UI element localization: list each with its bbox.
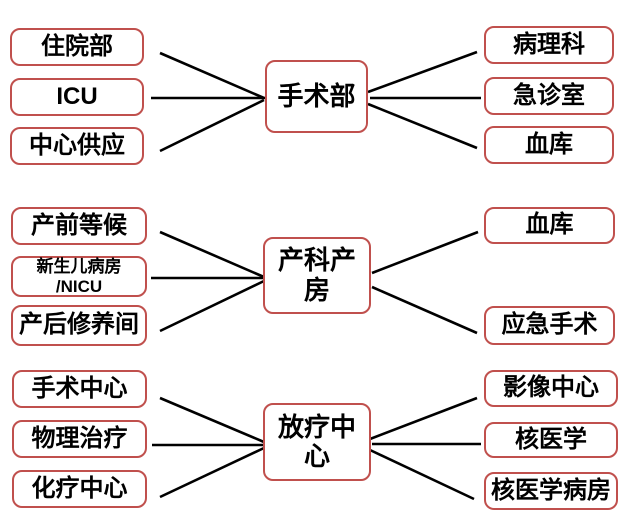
connector-surgery-pathology [367, 50, 478, 94]
connector-obstetrics-emsurgery [371, 285, 478, 335]
node-blood-bank-2: 血库 [484, 207, 615, 244]
node-central-supply: 中心供应 [10, 127, 144, 165]
node-emergency-room: 急诊室 [484, 77, 614, 115]
node-postpartum-recovery: 产后修养间 [11, 305, 147, 346]
node-surgery-center: 手术中心 [12, 370, 147, 408]
connector-radiotherapy-imaging [369, 396, 478, 441]
connector-supply-surgery [159, 98, 265, 153]
connector-antenatal-obstetrics [159, 230, 265, 279]
connector-inpatient-surgery [159, 51, 265, 100]
node-newborn-ward-nicu: 新生儿病房 /NICU [11, 256, 147, 297]
node-blood-bank: 血库 [484, 126, 614, 164]
node-nuclear-medicine: 核医学 [484, 422, 618, 458]
node-surgery-dept: 手术部 [265, 60, 368, 133]
node-nuclear-medicine-ward: 核医学病房 [484, 472, 618, 510]
connector-postpartum-obstetrics [159, 279, 265, 333]
node-physical-therapy: 物理治疗 [12, 420, 147, 458]
node-inpatient-dept: 住院部 [10, 28, 144, 66]
connector-obstetrics-bloodbank [371, 230, 479, 275]
node-chemotherapy-center: 化疗中心 [12, 470, 147, 508]
node-obstetrics-delivery: 产科产 房 [263, 237, 371, 314]
connector-chemo-radiotherapy [159, 446, 265, 499]
connector-surgcenter-radiotherapy [159, 396, 265, 444]
node-imaging-center: 影像中心 [484, 370, 618, 407]
node-emergency-surgery: 应急手术 [484, 306, 615, 345]
node-antenatal-waiting: 产前等候 [11, 207, 147, 245]
connector-surgery-bloodbank [367, 102, 478, 150]
node-radiotherapy-center: 放疗中 心 [263, 403, 371, 481]
node-pathology: 病理科 [484, 26, 614, 64]
connector-radiotherapy-nuclearward [369, 448, 475, 501]
node-icu: ICU [10, 78, 144, 116]
